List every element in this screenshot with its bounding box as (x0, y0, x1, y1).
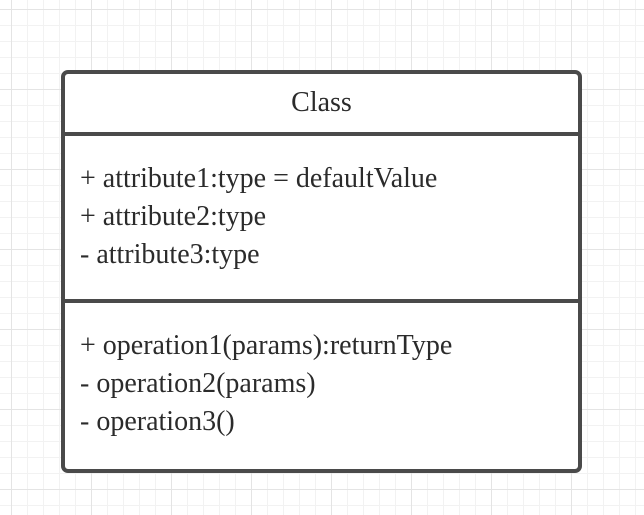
operation-1[interactable]: + operation1(params):returnType (80, 330, 453, 361)
operation-3[interactable]: - operation3() (80, 406, 235, 437)
attribute-3[interactable]: - attribute3:type (80, 239, 260, 270)
uml-class-box[interactable]: Class + attribute1:type = defaultValue +… (61, 70, 582, 473)
attribute-1[interactable]: + attribute1:type = defaultValue (80, 163, 438, 194)
class-name[interactable]: Class (291, 87, 352, 118)
name-attributes-divider (65, 132, 578, 136)
attribute-2[interactable]: + attribute2:type (80, 201, 267, 232)
class-name-section: Class (65, 74, 578, 132)
operations-section: + operation1(params):returnType - operat… (65, 303, 578, 469)
operation-2[interactable]: - operation2(params) (80, 368, 316, 399)
attributes-section: + attribute1:type = defaultValue + attri… (65, 136, 578, 299)
attributes-operations-divider (65, 299, 578, 303)
